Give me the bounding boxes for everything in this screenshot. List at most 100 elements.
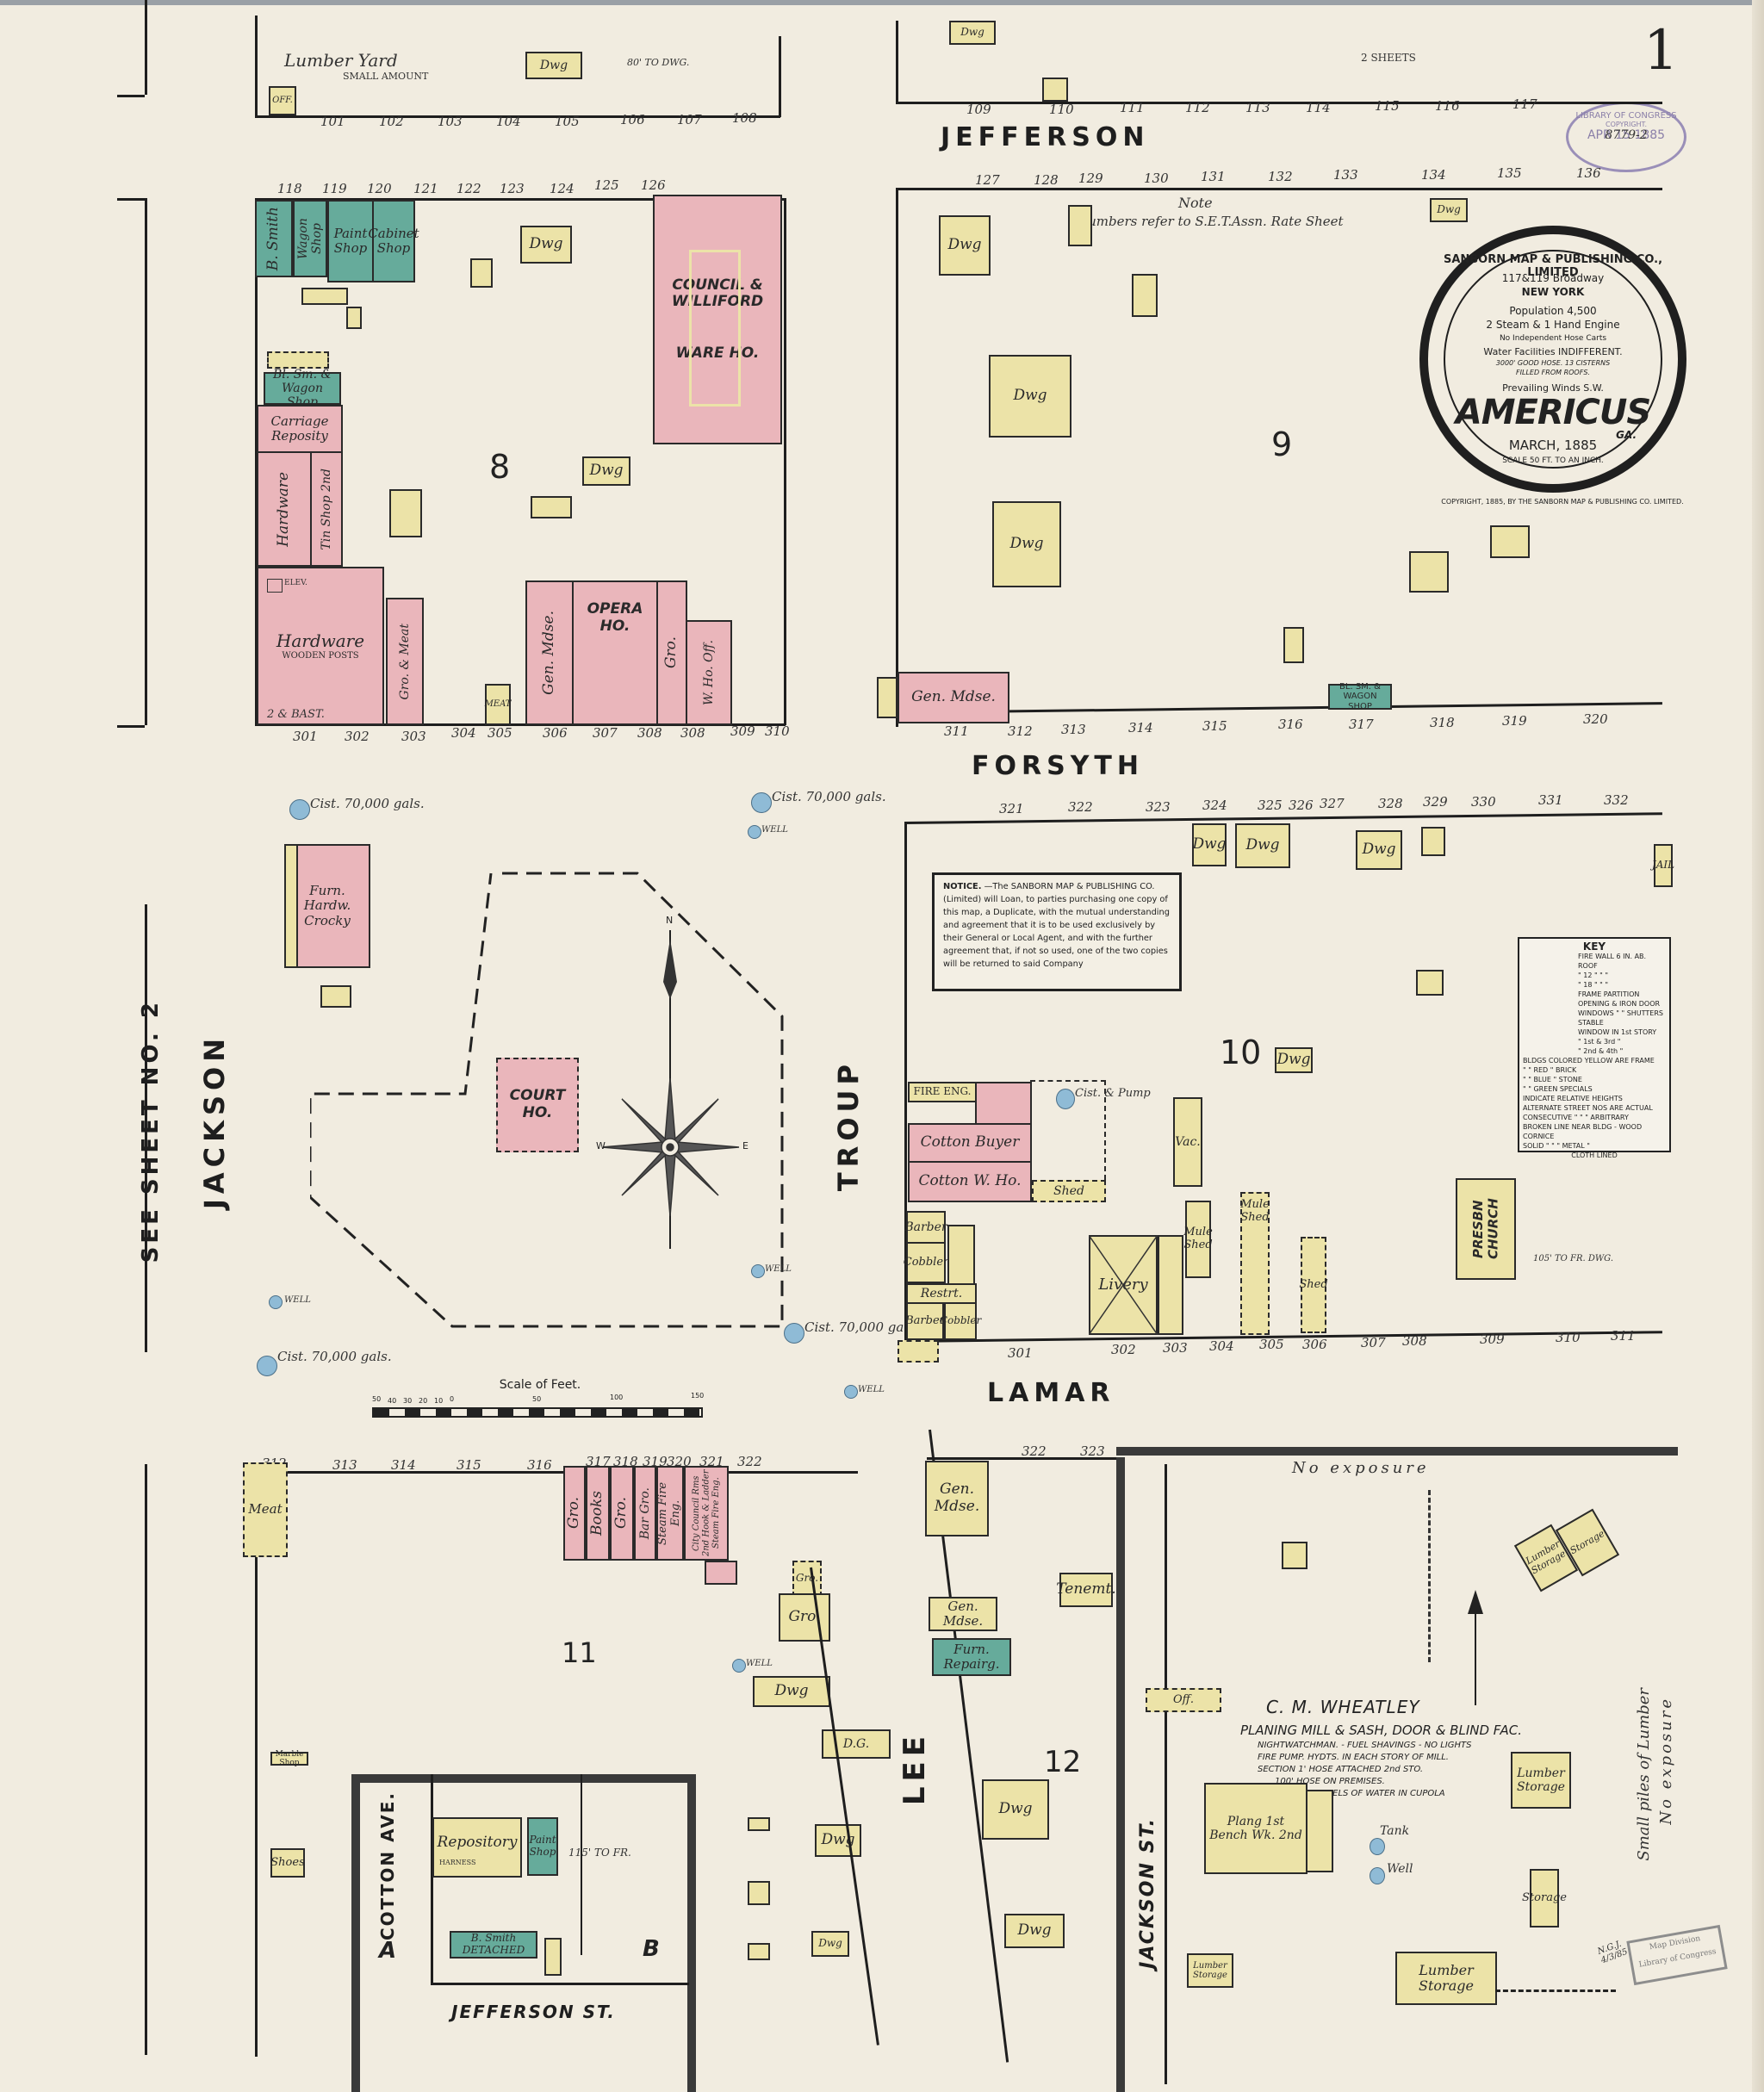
building-outbuilding[interactable] xyxy=(1416,970,1444,996)
building-brick-annex[interactable] xyxy=(705,1561,737,1585)
building-outbuilding[interactable] xyxy=(301,288,348,305)
building-cotton-buyer[interactable]: Cotton Buyer xyxy=(908,1123,1032,1163)
building-outbuilding[interactable] xyxy=(748,1817,770,1831)
building-blacksmith-wagon-shop[interactable]: Bl. Sm. & Wagon Shop xyxy=(264,368,341,409)
building-warehouse-office[interactable]: W. Ho. Off. xyxy=(686,620,732,725)
building-outbuilding[interactable] xyxy=(1068,205,1092,246)
building-paint-shop[interactable]: Paint Shop xyxy=(327,200,374,282)
building-dwelling[interactable]: Dwg xyxy=(525,52,582,79)
building-shed[interactable]: Shed xyxy=(1299,1237,1328,1333)
building-dwelling[interactable]: Dwg xyxy=(1356,830,1402,870)
building-council-williford-warehouse[interactable]: COUNCIL & WILLIFORD WARE HO. xyxy=(653,195,782,444)
building-hardware-large[interactable]: Hardware WOODEN POSTS xyxy=(257,567,384,725)
building-tin-shop[interactable]: Tin Shop 2nd xyxy=(310,451,343,567)
building-books[interactable]: Books xyxy=(586,1466,610,1561)
building-grocery[interactable]: Gro. xyxy=(610,1466,634,1561)
building-engine-room[interactable] xyxy=(1306,1790,1333,1872)
building-cobbler[interactable]: Cobbler xyxy=(904,1242,948,1283)
building-tenement[interactable]: Tenemt. xyxy=(1056,1573,1116,1607)
building-mule-shed[interactable]: Mule Shed xyxy=(1183,1201,1213,1278)
building-outbuilding[interactable] xyxy=(1409,551,1449,593)
building-brick-annex[interactable] xyxy=(975,1082,1032,1125)
building-dwelling[interactable]: Dwg xyxy=(1275,1047,1313,1073)
building-grocery[interactable]: Gro. xyxy=(779,1593,830,1642)
building-stable[interactable] xyxy=(1283,627,1304,663)
building-cabinet-shop[interactable]: Cabinet Shop xyxy=(368,200,419,282)
building-general-merchandise[interactable]: Gen. Mdse. xyxy=(525,580,574,725)
building-cobbler[interactable]: Cobbler xyxy=(940,1302,981,1340)
building-general-merchandise[interactable]: Gen. Mdse. xyxy=(898,672,1009,723)
building-livery-annex[interactable] xyxy=(1158,1235,1183,1335)
building-barber[interactable]: Barber xyxy=(905,1302,945,1340)
building-repository[interactable]: Repository xyxy=(432,1817,522,1878)
building-lumber-storage[interactable]: Lumber Storage xyxy=(1395,1952,1497,2005)
building-shed[interactable]: Shed xyxy=(1032,1180,1106,1202)
building-outbuilding[interactable] xyxy=(267,351,329,369)
building-general-merchandise[interactable]: Gen. Mdse. xyxy=(929,1597,997,1631)
building-dwelling[interactable]: Dwg xyxy=(992,501,1061,587)
building-dwelling[interactable]: Dwg xyxy=(1235,823,1290,868)
building-restaurant[interactable]: Restrt. xyxy=(906,1283,977,1304)
building-dwelling[interactable]: Dwg xyxy=(989,355,1071,438)
building-jail[interactable]: JAIL xyxy=(1652,844,1674,887)
building-outbuilding[interactable] xyxy=(346,307,362,329)
building-grocery[interactable]: Gro. xyxy=(656,580,687,725)
building-outbuilding[interactable] xyxy=(1490,525,1530,558)
building-dwelling[interactable]: Dwg xyxy=(1430,198,1468,222)
building-court-house[interactable]: COURT HO. xyxy=(496,1058,579,1152)
building-outbuilding[interactable] xyxy=(320,985,351,1008)
building-planing-mill[interactable]: Plang 1st Bench Wk. 2nd xyxy=(1204,1783,1307,1874)
building-blacksmith[interactable]: B. Smith xyxy=(255,200,293,277)
building-dwelling[interactable]: Dwg xyxy=(982,1779,1049,1840)
building-paint-shop[interactable]: Paint Shop xyxy=(527,1817,558,1876)
building-wagon-shop[interactable]: Wagon Shop xyxy=(293,200,327,277)
building-city-council[interactable]: City Council Rms 2nd Hook & Ladder Steam… xyxy=(684,1466,729,1561)
building-dry-goods[interactable]: D.G. xyxy=(822,1729,891,1759)
building-dwelling[interactable]: Dwg xyxy=(520,226,572,264)
building-mule-shed[interactable]: Mule Shed xyxy=(1240,1192,1270,1335)
building-office[interactable]: OFF. xyxy=(269,86,296,115)
building-dwelling[interactable]: Dwg xyxy=(815,1824,861,1857)
building-dwelling[interactable]: Dwg xyxy=(811,1931,849,1957)
building-shed[interactable] xyxy=(898,1340,939,1363)
building-vacant[interactable]: Vac. xyxy=(1173,1097,1202,1187)
building-stable[interactable] xyxy=(1132,274,1158,317)
building-outbuilding[interactable] xyxy=(389,489,422,537)
building-grocery-meat[interactable]: Gro. & Meat xyxy=(386,598,424,725)
building-fire-engine-house[interactable]: FIRE ENG. xyxy=(908,1082,977,1102)
building-outbuilding[interactable] xyxy=(947,1225,975,1285)
building-opera-house[interactable]: OPERA HO. xyxy=(572,580,658,725)
building-dwelling[interactable]: Dwg xyxy=(939,215,991,276)
building-dwelling[interactable]: Dwg xyxy=(582,456,630,486)
building-shoes[interactable]: Shoes xyxy=(270,1848,305,1878)
building-lumber-storage-small[interactable]: Lumber Storage xyxy=(1187,1953,1233,1988)
building-furniture-repair[interactable]: Furn. Repairg. xyxy=(932,1638,1011,1676)
building-storage[interactable]: Storage xyxy=(1522,1869,1567,1927)
building-bar-grocery[interactable]: Bar Gro. xyxy=(634,1466,656,1561)
building-outbuilding[interactable] xyxy=(544,1938,562,1976)
building-meat-market[interactable]: Meat xyxy=(243,1462,288,1557)
building-dwelling[interactable]: Dwg xyxy=(1004,1914,1065,1948)
building-lumber-storage[interactable]: Lumber Storage xyxy=(1511,1752,1571,1809)
building-steam-fire-engine[interactable]: Steam Fire Eng. xyxy=(656,1466,684,1561)
building-marble-shop[interactable]: Marble Shop xyxy=(270,1750,308,1767)
building-grocery[interactable]: Gro. xyxy=(563,1466,586,1561)
building-dwelling[interactable]: Dwg xyxy=(949,21,996,45)
building-outbuilding[interactable] xyxy=(748,1881,770,1905)
building-outbuilding[interactable] xyxy=(531,496,572,518)
building-dwelling[interactable]: Dwg xyxy=(753,1676,830,1707)
building-outbuilding[interactable] xyxy=(877,677,898,718)
building-presbyterian-church[interactable]: PRESBN CHURCH xyxy=(1456,1178,1516,1280)
building-carriage-repository[interactable]: Carriage Reposity xyxy=(257,405,343,453)
building-outbuilding[interactable] xyxy=(1042,78,1068,102)
building-shed[interactable] xyxy=(284,844,298,968)
building-general-merchandise[interactable]: Gen. Mdse. xyxy=(925,1461,989,1536)
building-barber[interactable]: Barber xyxy=(904,1211,947,1244)
building-blacksmith-wagon-shop[interactable]: BL. SM. & WAGON SHOP xyxy=(1328,682,1392,711)
building-cotton-warehouse[interactable]: Cotton W. Ho. xyxy=(908,1161,1032,1202)
building-office[interactable]: Off. xyxy=(1146,1688,1221,1712)
building-hardware[interactable]: Hardware xyxy=(257,451,312,567)
building-outbuilding[interactable] xyxy=(748,1943,770,1960)
building-dwelling[interactable]: Dwg xyxy=(1192,823,1227,866)
building-furniture-hardware-crockery[interactable]: Furn. Hardw. Crocky xyxy=(284,844,370,968)
